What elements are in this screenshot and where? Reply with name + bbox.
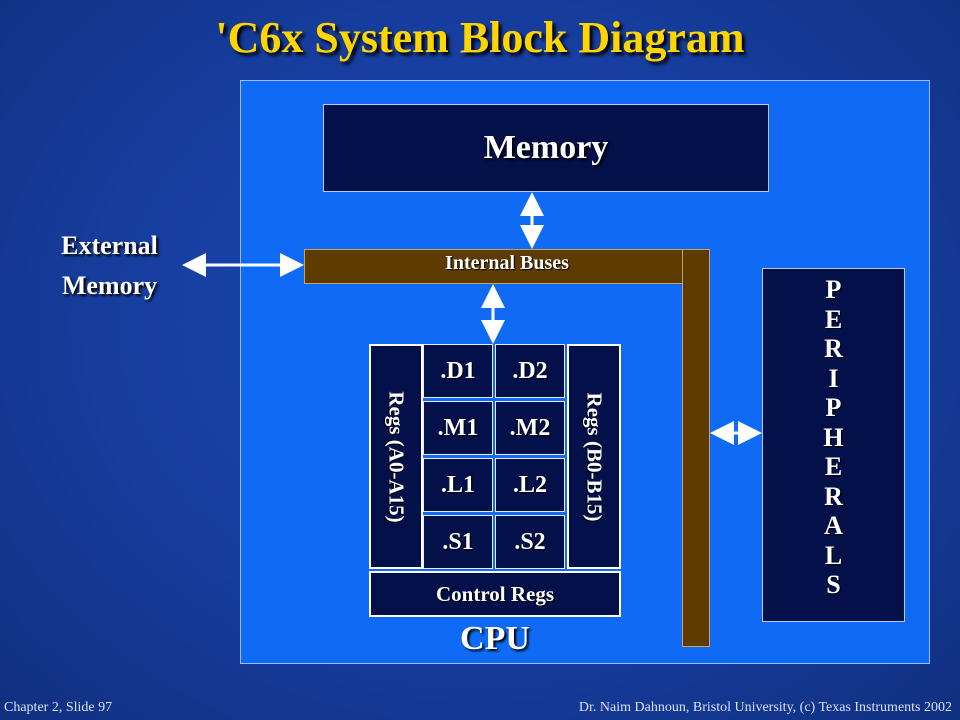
footer-credit: Dr. Naim Dahnoun, Bristol University, (c… xyxy=(578,700,952,715)
internal-bus-vertical xyxy=(682,249,710,647)
peripherals-letter: P xyxy=(825,393,842,422)
peripherals-letter: R xyxy=(824,481,843,511)
peripherals-letter: I xyxy=(828,363,839,393)
peripherals-letter: H xyxy=(823,422,844,452)
memory-label: Memory xyxy=(483,129,609,166)
unit-m2: .M2 xyxy=(495,401,565,455)
external-memory-line-1: External xyxy=(61,231,158,260)
slide-title: 'C6x System Block Diagram xyxy=(215,13,745,62)
memory-block: Memory xyxy=(323,104,769,192)
peripherals-letter: L xyxy=(824,540,843,570)
unit-s1: .S1 xyxy=(423,515,493,569)
unit-l1: .L1 xyxy=(423,458,493,512)
footer-chapter: Chapter 2, Slide 97 xyxy=(4,700,113,715)
peripherals-letter: R xyxy=(824,334,843,363)
internal-buses-label: Internal Buses xyxy=(445,252,569,274)
control-regs-block: Control Regs xyxy=(369,571,621,617)
peripherals-letter: S xyxy=(826,570,841,599)
cpu-label: CPU xyxy=(460,620,530,657)
peripherals-letter: P xyxy=(825,275,842,304)
unit-s2: .S2 xyxy=(495,515,565,569)
peripherals-block: P E R I P H E R A L S xyxy=(762,268,905,622)
unit-l2: .L2 xyxy=(495,458,565,512)
regs-b-block: Regs (B0-B15) xyxy=(567,344,621,569)
regs-b-label: Regs (B0-B15) xyxy=(582,392,607,521)
peripherals-letter: A xyxy=(824,511,843,540)
unit-m1: .M1 xyxy=(423,401,493,455)
peripherals-letter: E xyxy=(824,304,843,334)
unit-d2: .D2 xyxy=(495,344,565,398)
external-memory-line-2: Memory xyxy=(61,271,158,300)
external-memory-label: External Memory xyxy=(32,226,187,306)
control-regs-label: Control Regs xyxy=(435,581,555,606)
regs-a-label: Regs (A0-A15) xyxy=(384,390,409,523)
regs-a-block: Regs (A0-A15) xyxy=(369,344,423,569)
unit-d1: .D1 xyxy=(423,344,493,398)
peripherals-letter: E xyxy=(824,452,843,481)
internal-bus-horizontal xyxy=(304,249,710,284)
